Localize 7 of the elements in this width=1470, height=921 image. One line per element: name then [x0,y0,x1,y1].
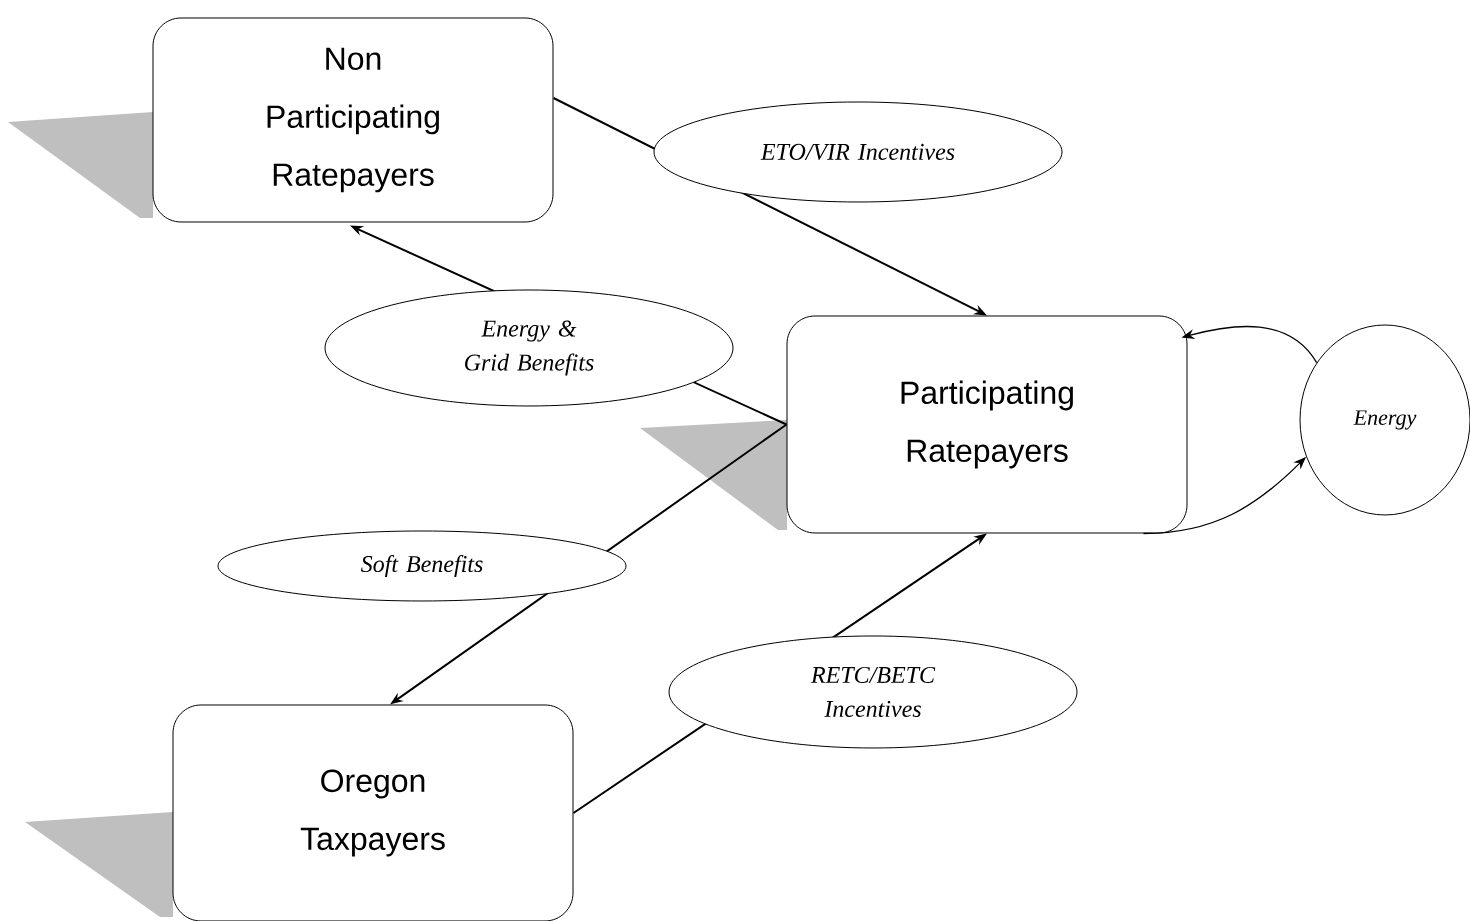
edge-label: Soft Benefits [217,530,627,602]
edge-label: ETO/VIR Incentives [653,101,1063,203]
edge-label: Energy & Grid Benefits [324,289,734,407]
rounded-box: Non Participating Ratepayers [152,17,554,223]
edge-label: RETC/BETC Incentives [668,635,1078,749]
rounded-box: Oregon Taxpayers [172,704,574,921]
rounded-box: Participating Ratepayers [786,315,1188,534]
